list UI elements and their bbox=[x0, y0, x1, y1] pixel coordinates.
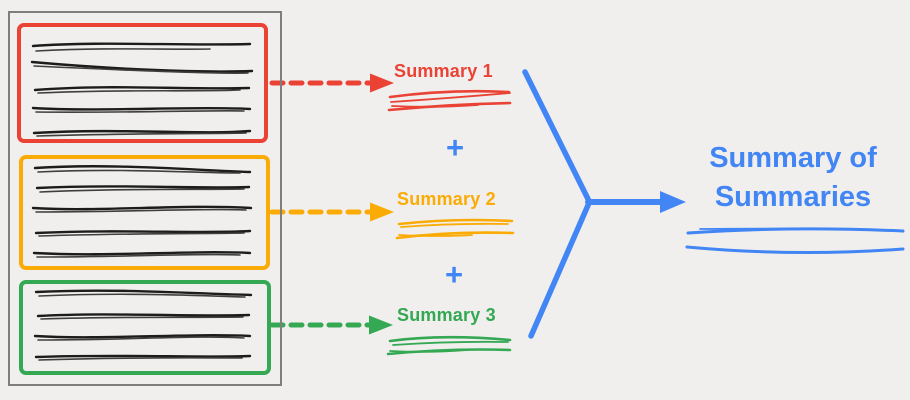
summary2-scribble bbox=[395, 218, 515, 240]
red-dashed-arrow bbox=[269, 73, 394, 93]
plus-sign-1: + bbox=[445, 130, 465, 165]
document-section-green bbox=[19, 280, 271, 375]
green-dashed-arrow bbox=[269, 315, 393, 335]
summary1-scribble bbox=[387, 89, 512, 112]
summary1-label: Summary 1 bbox=[394, 61, 493, 81]
result-underline-scribble bbox=[685, 227, 905, 255]
summary2-label: Summary 2 bbox=[397, 189, 496, 209]
red-section-text-scribbles bbox=[30, 42, 254, 137]
summary3-scribble bbox=[386, 335, 512, 356]
orange-dashed-arrow bbox=[269, 202, 394, 222]
orange-section-text-scribbles bbox=[31, 165, 253, 258]
merge-lines bbox=[522, 69, 592, 339]
summary-of-summaries-label: Summary of Summaries bbox=[709, 142, 877, 214]
source-document bbox=[8, 11, 282, 386]
green-section-text-scribbles bbox=[33, 289, 253, 361]
summary3-label: Summary 3 bbox=[397, 305, 496, 325]
plus-sign-2: + bbox=[444, 257, 464, 292]
document-section-red bbox=[17, 23, 268, 143]
document-section-orange bbox=[19, 155, 270, 270]
merge-arrow bbox=[585, 191, 686, 213]
